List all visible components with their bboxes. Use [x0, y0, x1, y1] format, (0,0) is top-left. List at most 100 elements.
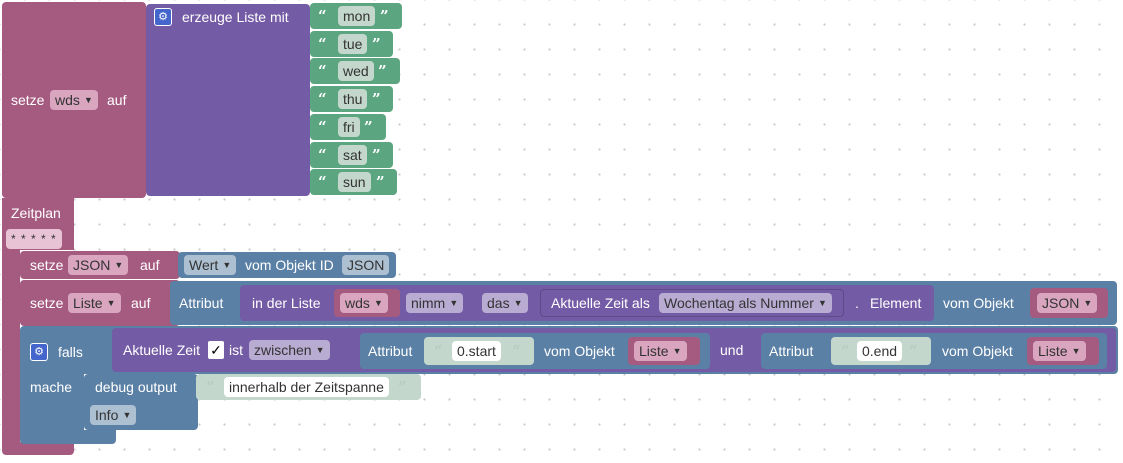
- close-quote-icon: ”: [512, 342, 521, 360]
- which-dropdown[interactable]: das▼: [482, 293, 528, 313]
- text-block[interactable]: “ innerhalb der Zeitspanne ”: [196, 374, 421, 400]
- checkbox[interactable]: ✓: [208, 341, 224, 359]
- set-label: setze: [30, 257, 64, 273]
- debug-output-block[interactable]: debug output Info▼: [84, 374, 198, 430]
- get-value-block[interactable]: Wert▼ vom Objekt ID JSON: [178, 252, 396, 278]
- do-label: mache: [30, 379, 73, 395]
- attribute-label: Attribut: [769, 343, 814, 359]
- in-list-label: in der Liste: [252, 295, 321, 311]
- object-var-block[interactable]: JSON▼: [1030, 288, 1108, 318]
- text-block[interactable]: “ mon ”: [310, 3, 402, 29]
- chevron-down-icon: ▼: [315, 345, 325, 355]
- open-quote-icon: “: [841, 342, 850, 360]
- var-dropdown-wds[interactable]: wds▼: [50, 90, 98, 110]
- to-label: auf: [140, 257, 160, 273]
- text-field[interactable]: tue: [338, 34, 368, 54]
- attribute-label: Attribut: [179, 295, 224, 311]
- set-label: setze: [11, 92, 45, 108]
- current-time-block[interactable]: Aktuelle Zeit als Wochentag als Nummer▼: [540, 289, 844, 317]
- open-quote-icon: “: [318, 146, 327, 164]
- chevron-down-icon: ▼: [122, 410, 132, 420]
- open-quote-icon: “: [318, 90, 327, 108]
- text-block[interactable]: “ wed ”: [310, 58, 400, 84]
- chevron-down-icon: ▼: [373, 298, 383, 308]
- var-dropdown-liste[interactable]: Liste▼: [68, 293, 121, 313]
- chevron-down-icon: ▼: [672, 346, 682, 356]
- close-quote-icon: ”: [380, 7, 389, 25]
- set-json-block[interactable]: setze JSON▼ auf: [20, 251, 180, 279]
- text-field[interactable]: sun: [338, 172, 371, 192]
- current-time-label: Aktuelle Zeit als: [551, 295, 650, 311]
- to-label: auf: [107, 92, 127, 108]
- text-field[interactable]: thu: [338, 89, 368, 109]
- var-dropdown-json[interactable]: JSON▼: [68, 255, 129, 275]
- gear-icon[interactable]: ⚙: [154, 8, 172, 26]
- dot-label: .: [855, 295, 859, 311]
- close-quote-icon: ”: [372, 90, 381, 108]
- open-quote-icon: “: [318, 35, 327, 53]
- chevron-down-icon: ▼: [1071, 346, 1081, 356]
- text-field[interactable]: fri: [338, 117, 360, 137]
- text-block[interactable]: “ tue ”: [310, 31, 393, 57]
- object-var-block[interactable]: Liste▼: [1027, 337, 1099, 365]
- close-quote-icon: ”: [378, 62, 387, 80]
- text-block[interactable]: “ sat ”: [310, 142, 393, 168]
- from-object-label: vom Objekt: [544, 343, 615, 359]
- var-dropdown-json[interactable]: JSON▼: [1037, 293, 1098, 313]
- text-block[interactable]: “ thu ”: [310, 86, 393, 112]
- between-dropdown[interactable]: zwischen▼: [249, 340, 330, 360]
- text-field[interactable]: sat: [338, 145, 367, 165]
- text-field[interactable]: innerhalb der Zeitspanne: [224, 377, 389, 397]
- text-field[interactable]: mon: [338, 6, 376, 26]
- close-quote-icon: ”: [372, 35, 381, 53]
- chevron-down-icon: ▼: [222, 260, 232, 270]
- take-dropdown[interactable]: nimm▼: [406, 293, 464, 313]
- close-quote-icon: ”: [376, 173, 385, 191]
- cron-field[interactable]: * * * * *: [6, 229, 62, 249]
- var-dropdown-wds[interactable]: wds▼: [340, 293, 388, 313]
- list-get-block[interactable]: in der Liste wds▼ nimm▼ das▼ Aktuelle Ze…: [240, 285, 934, 321]
- value-dropdown[interactable]: Wert▼: [184, 255, 237, 275]
- time-format-dropdown[interactable]: Wochentag als Nummer▼: [659, 293, 832, 313]
- set-list-block[interactable]: setze Liste▼ auf: [20, 280, 180, 326]
- text-field[interactable]: 0.end: [857, 341, 903, 361]
- open-quote-icon: “: [318, 7, 327, 25]
- chevron-down-icon: ▼: [818, 298, 827, 308]
- log-level-dropdown[interactable]: Info▼: [90, 405, 137, 425]
- open-quote-icon: “: [318, 62, 327, 80]
- text-block[interactable]: “ fri ”: [310, 114, 386, 140]
- text-block[interactable]: “ 0.start ”: [424, 337, 534, 365]
- if-label: falls: [58, 344, 83, 360]
- debug-label: debug output: [95, 379, 177, 395]
- text-block[interactable]: “ sun ”: [310, 169, 397, 195]
- current-time-label: Aktuelle Zeit: [123, 342, 201, 358]
- object-id-field[interactable]: JSON: [342, 255, 390, 275]
- chevron-down-icon: ▼: [449, 298, 459, 308]
- chevron-down-icon: ▼: [83, 95, 93, 105]
- text-field[interactable]: 0.start: [452, 341, 501, 361]
- element-label: Element: [870, 295, 922, 311]
- var-dropdown-liste[interactable]: Liste▼: [1033, 341, 1086, 361]
- gear-icon[interactable]: ⚙: [30, 343, 48, 361]
- attribute-block[interactable]: Attribut “ 0.start ” vom Objekt Liste▼: [360, 333, 710, 369]
- var-dropdown-liste[interactable]: Liste▼: [634, 341, 687, 361]
- chevron-down-icon: ▼: [513, 298, 523, 308]
- chevron-down-icon: ▼: [106, 298, 116, 308]
- open-quote-icon: “: [434, 342, 443, 360]
- from-object-id-label: vom Objekt ID: [245, 257, 334, 273]
- close-quote-icon: ”: [372, 146, 381, 164]
- set-wds-block[interactable]: setze wds▼ auf: [2, 2, 146, 198]
- attribute-label: Attribut: [368, 343, 413, 359]
- create-list-label: erzeuge Liste mit: [182, 9, 289, 25]
- list-var-block[interactable]: wds▼: [334, 289, 400, 317]
- text-field[interactable]: wed: [338, 61, 374, 81]
- create-list-block[interactable]: ⚙ erzeuge Liste mit: [146, 4, 310, 196]
- attribute-block[interactable]: Attribut “ 0.end ” vom Objekt Liste▼: [761, 333, 1107, 369]
- and-label: und: [720, 342, 744, 358]
- open-quote-icon: “: [206, 378, 215, 396]
- from-object-label: vom Objekt: [943, 295, 1014, 311]
- text-block[interactable]: “ 0.end ”: [831, 337, 931, 365]
- close-quote-icon: ”: [364, 118, 373, 136]
- set-label: setze: [30, 295, 64, 311]
- object-var-block[interactable]: Liste▼: [628, 337, 700, 365]
